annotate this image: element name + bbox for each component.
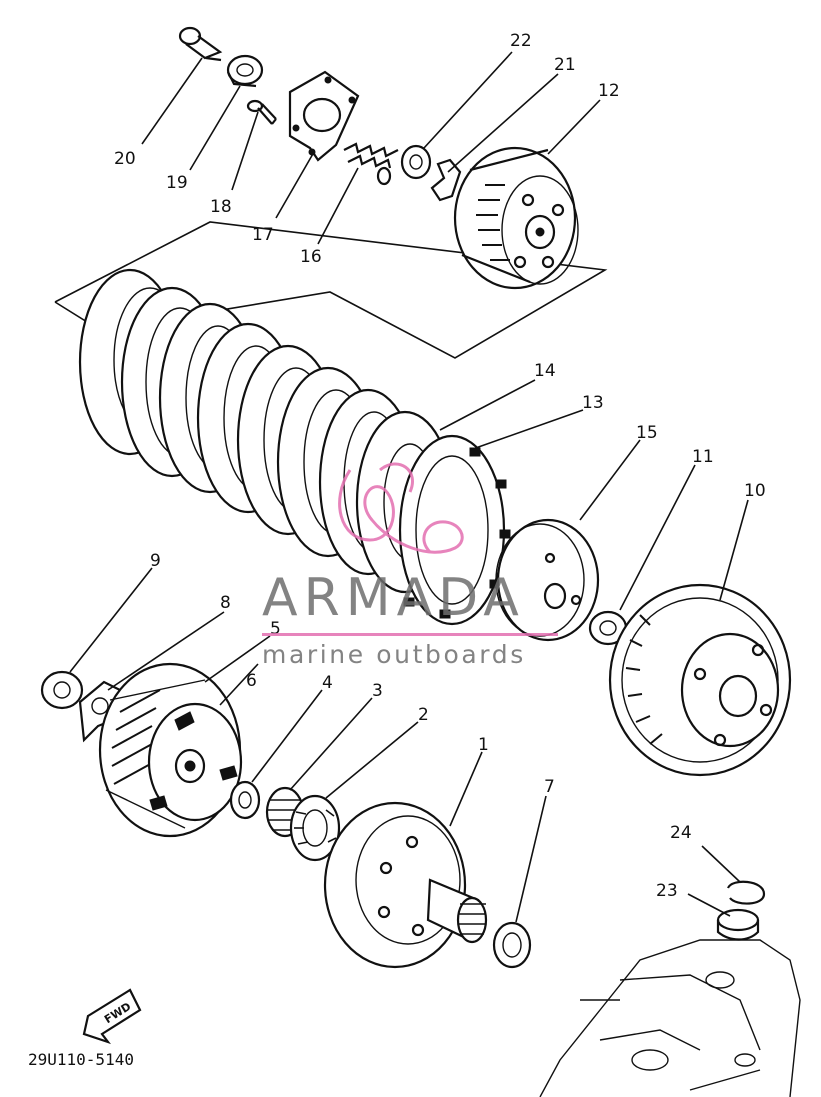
part-19-bearing [226, 54, 264, 88]
part-1-clutch-drum [323, 801, 488, 969]
leader-lines [69, 51, 749, 923]
callout-10: 10 [744, 481, 766, 501]
part-2-one-way-clutch [289, 794, 341, 862]
callout-4: 4 [322, 673, 333, 693]
callout-21: 21 [554, 55, 576, 75]
part-7-washer [492, 921, 532, 969]
part-10-clutch-housing [608, 583, 792, 777]
callout-2: 2 [418, 705, 429, 725]
callout-18: 18 [210, 197, 232, 217]
callout-6: 6 [246, 671, 257, 691]
callout-20: 20 [114, 149, 136, 169]
callout-24: 24 [670, 823, 692, 843]
part-4-washer [229, 780, 261, 820]
callout-22: 22 [510, 31, 532, 51]
callout-1: 1 [478, 735, 489, 755]
watermark-divider [262, 633, 558, 636]
part-16-spring [343, 142, 399, 186]
part-13-friction-plate [398, 434, 511, 626]
part-12-clutch-boss [453, 146, 579, 290]
callout-7: 7 [544, 777, 555, 797]
callout-19: 19 [166, 173, 188, 193]
callout-12: 12 [598, 81, 620, 101]
callout-16: 16 [300, 247, 322, 267]
crankcase-section [539, 939, 801, 1097]
part-17-bracket [288, 70, 360, 162]
part-22-nut [400, 144, 432, 180]
part-15-pressure-plate [495, 518, 600, 642]
part-5-6-clutch-carrier [98, 662, 243, 838]
callout-15: 15 [636, 423, 658, 443]
callout-17: 17 [252, 225, 274, 245]
part-20-bolt [178, 26, 223, 62]
part-23-plug [716, 908, 760, 941]
fwd-arrow-icon: FWD [82, 988, 142, 1045]
drawing-code: 29U110-5140 [28, 1050, 134, 1069]
part-9-washer [40, 670, 84, 710]
armada-logo-icon [338, 462, 464, 554]
callout-3: 3 [372, 681, 383, 701]
callout-11: 11 [692, 447, 714, 467]
callout-13: 13 [582, 393, 604, 413]
part-18-bolt [246, 99, 277, 125]
callout-8: 8 [220, 593, 231, 613]
callout-9: 9 [150, 551, 161, 571]
callout-labels: 1 2 3 4 5 6 7 8 9 10 11 12 13 14 15 16 1… [114, 31, 766, 901]
callout-5: 5 [270, 619, 281, 639]
clutch-plate-stack [78, 268, 418, 576]
part-24-circlip [726, 880, 766, 905]
part-21-washer [430, 158, 462, 202]
callout-23: 23 [656, 881, 678, 901]
callout-14: 14 [534, 361, 556, 381]
